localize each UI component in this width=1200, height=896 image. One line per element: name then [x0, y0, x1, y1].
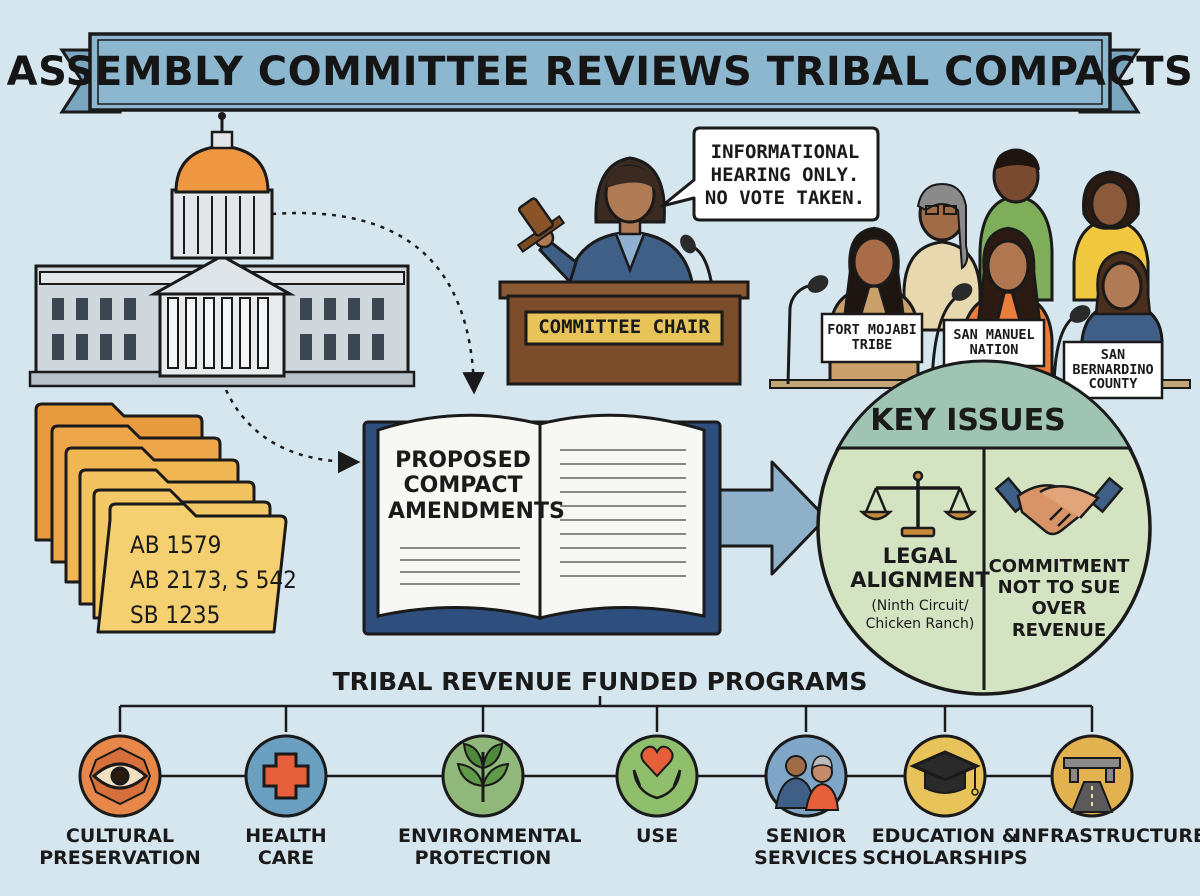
bill-item: AB 2173, S 542: [130, 565, 297, 594]
bill-item: SB 1235: [130, 600, 221, 629]
scales-of-justice-icon: [858, 470, 978, 538]
issue-commitment-not-to-sue: COMMITMENT NOT TO SUE OVER REVENUE: [988, 556, 1130, 641]
bridge-road-icon: [1050, 734, 1134, 818]
programs-connector-lines: [118, 696, 1094, 778]
bill-list: AB 1579 AB 2173, S 542 SB 1235: [130, 528, 297, 632]
capitol-building-illustration: [28, 112, 416, 388]
nameplate-san-bernardino: SAN BERNARDINO COUNTY: [1072, 346, 1154, 393]
speech-bubble-text: INFORMATIONAL HEARING ONLY. NO VOTE TAKE…: [704, 141, 866, 209]
bill-folders-illustration: [34, 402, 288, 634]
proposed-amendments-book: [362, 413, 722, 636]
program-label-use: USE: [635, 825, 679, 847]
program-label-senior-services: SENIOR SERVICES: [754, 825, 858, 869]
program-label-infrastructure: INFRASTRUCTURE: [1014, 825, 1200, 847]
key-issues-title: KEY ISSUES: [870, 403, 1066, 438]
nameplate-fort-mojabi: FORT MOJABI TRIBE: [827, 322, 917, 353]
handshake-icon: [994, 476, 1124, 536]
programs-title: TRIBAL REVENUE FUNDED PROGRAMS: [332, 667, 868, 696]
issue-legal-alignment: LEGAL ALIGNMENT: [850, 544, 990, 593]
program-label-health-care: HEALTH CARE: [245, 825, 327, 869]
book-title: PROPOSED COMPACT AMENDMENTS: [388, 448, 565, 524]
dotted-arrow-folders-to-book: [224, 389, 361, 474]
flow-arrow-book-to-issues: [718, 460, 828, 576]
title-banner: [59, 32, 1141, 114]
podium-sign-label: COMMITTEE CHAIR: [538, 316, 710, 339]
program-label-cultural-preservation: CULTURAL PRESERVATION: [39, 825, 201, 869]
nameplate-san-manuel: SAN MANUEL NATION: [953, 327, 1035, 358]
bill-item: AB 1579: [130, 531, 222, 559]
page-title: ASSEMBLY COMMITTEE REVIEWS TRIBAL COMPAC…: [6, 49, 1194, 95]
graduation-cap-icon: [903, 734, 987, 818]
heart-hands-icon: [615, 734, 699, 818]
program-label-education-scholarships: EDUCATION & SCHOLARSHIPS: [862, 825, 1028, 869]
issue-legal-alignment-detail: (Ninth Circuit/ Chicken Ranch): [865, 598, 975, 632]
speech-bubble: [660, 126, 880, 222]
tribal-representatives-illustration: [769, 148, 1191, 400]
committee-chair-illustration: [498, 156, 750, 386]
eye-sun-icon: [78, 734, 162, 818]
seniors-icon: [764, 734, 848, 818]
program-label-environmental-protection: ENVIRONMENTAL PROTECTION: [398, 825, 582, 869]
leaf-icon: [441, 734, 525, 818]
medical-cross-icon: [244, 734, 328, 818]
program-icons: [78, 734, 1134, 818]
key-issues-circle: [816, 359, 1152, 696]
